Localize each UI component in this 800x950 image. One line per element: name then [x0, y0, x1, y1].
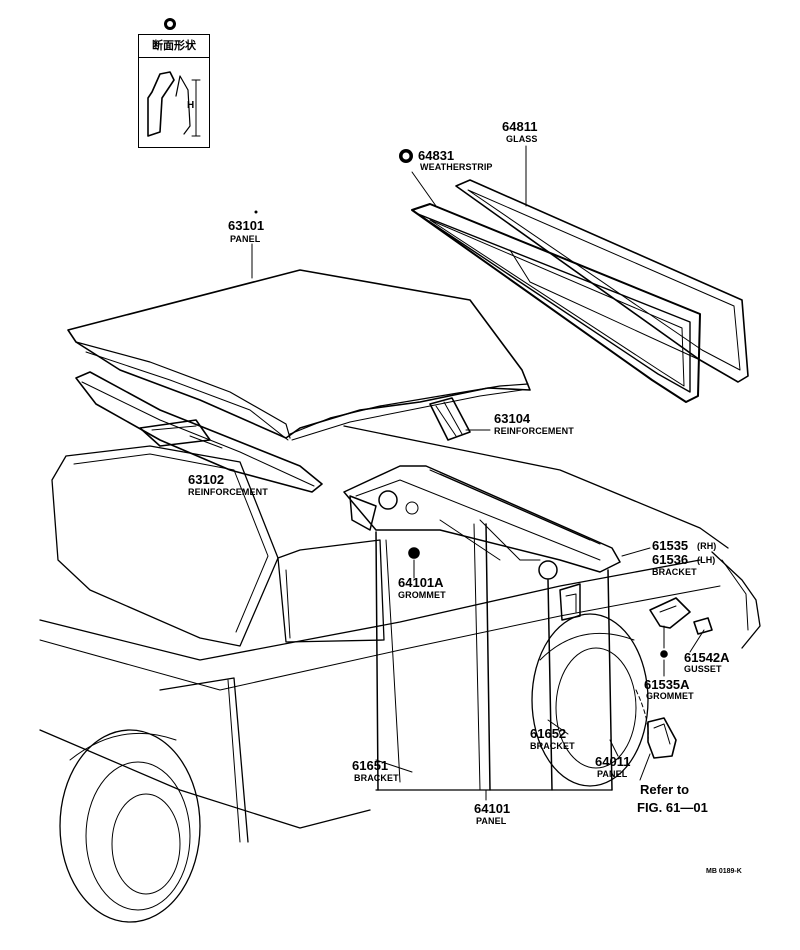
part-61652-number: 61652: [530, 726, 567, 741]
part-63101-name: PANEL: [230, 234, 261, 244]
rear-glass: [455, 179, 749, 383]
part-64101A-number: 64101A: [398, 575, 444, 590]
part-64101-number: 64101: [474, 801, 511, 816]
reference-line1: Refer to: [640, 782, 690, 797]
part-61651-number: 61651: [352, 758, 389, 773]
roof-panel: [67, 269, 531, 441]
part-61542A-name: GUSSET: [684, 664, 722, 674]
part-64011-number: 64011: [595, 754, 631, 769]
part-63104-number: 63104: [494, 411, 531, 426]
part-61535-qualifier: (RH): [697, 541, 717, 551]
car-body: [39, 425, 761, 923]
part-64101A-name: GROMMET: [398, 590, 446, 600]
cross-section-inset: 断面形状 H: [138, 34, 210, 148]
part-63101-number: 63101: [228, 218, 265, 233]
reinforcement-63104: [429, 397, 471, 441]
part-64831-number: 64831: [418, 148, 455, 163]
weatherstrip: [411, 203, 701, 403]
inset-title: 断面形状: [139, 35, 209, 58]
bracket-61535: [649, 597, 691, 629]
part-64831-name: WEATHERSTRIP: [420, 162, 493, 172]
grommet-61535A: [660, 650, 668, 658]
part-64811-name: GLASS: [506, 134, 538, 144]
reference-line2: FIG. 61—01: [637, 800, 708, 815]
leader-lines: [189, 145, 705, 801]
part-64101-name: PANEL: [476, 816, 507, 826]
part-64811-number: 64811: [502, 119, 538, 134]
grommet-64101A: [408, 547, 420, 559]
part-61536-qualifier: (LH): [697, 555, 716, 565]
part-61536-name: BRACKET: [652, 567, 697, 577]
part-63102-number: 63102: [188, 472, 225, 487]
part-64011-name: PANEL: [597, 769, 628, 779]
part-61535-number: 61535: [652, 538, 689, 553]
gusset-ref-part: [647, 717, 677, 759]
part-63102-name: REINFORCEMENT: [188, 487, 268, 497]
inset-dimension-label: H: [187, 100, 195, 111]
reinforcement-63102: [75, 371, 323, 493]
gusset-61542A: [693, 617, 713, 635]
part-61535A-number: 61535A: [644, 677, 690, 692]
part-61542A-number: 61542A: [684, 650, 730, 665]
inset-profile: [147, 71, 201, 137]
drawing-code: MB 0189-K: [706, 868, 742, 875]
part-61536-number: 61536: [652, 552, 689, 567]
marker-dot-63101: [254, 210, 258, 214]
part-61652-name: BRACKET: [530, 741, 575, 751]
part-61651-name: BRACKET: [354, 773, 399, 783]
package-tray-assembly: [343, 465, 621, 791]
part-61535A-name: GROMMET: [646, 691, 694, 701]
part-63104-name: REINFORCEMENT: [494, 426, 574, 436]
